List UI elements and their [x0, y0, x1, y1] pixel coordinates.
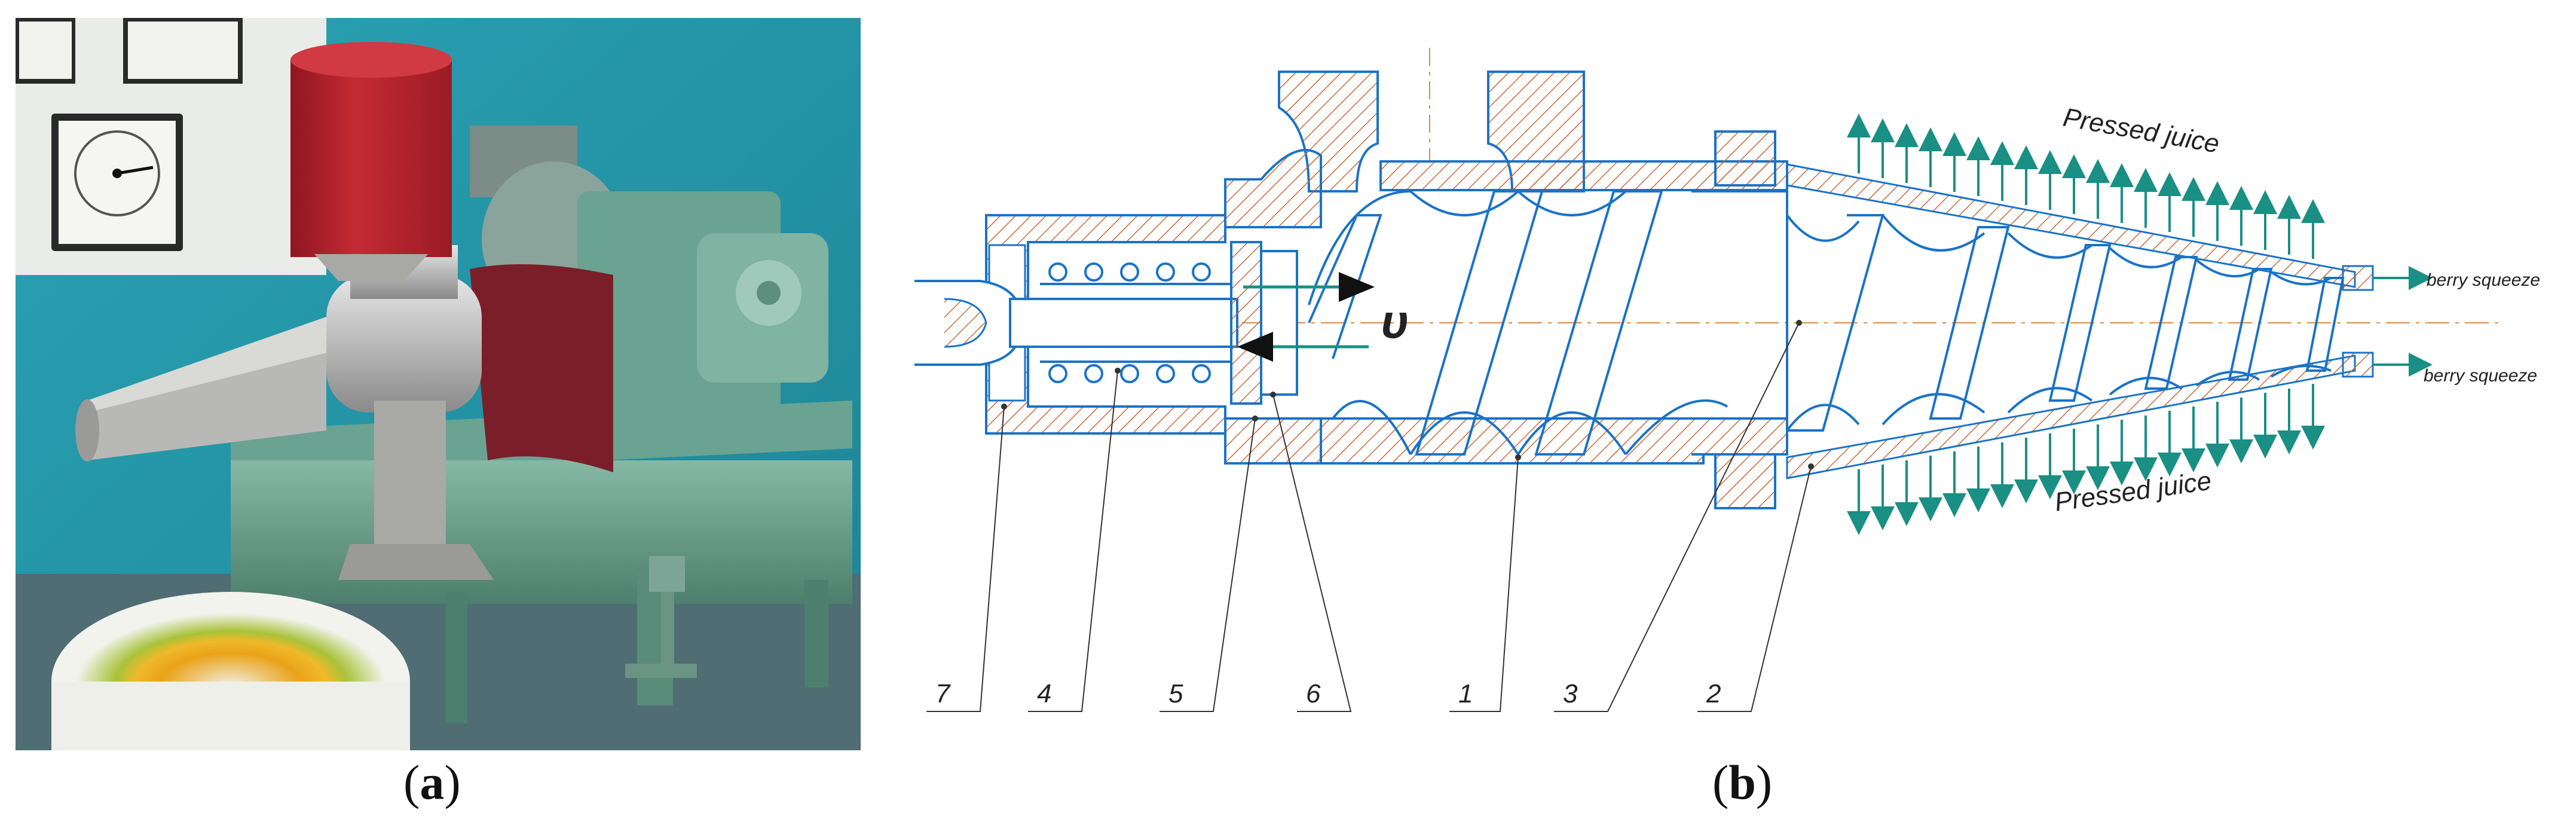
pressure-disc: [1230, 241, 1298, 405]
screw-auger-cone: [1786, 214, 2345, 432]
conical-screen: [1786, 163, 2374, 479]
gauge-icon: [51, 114, 183, 251]
panel-label-a: (a): [403, 755, 461, 809]
belt-guard: [470, 264, 613, 472]
part-number-7: 7: [935, 679, 951, 708]
part-number-4: 4: [1037, 679, 1051, 708]
valve-icon: [625, 556, 697, 678]
electric-motor: [470, 126, 828, 442]
part-number-2: 2: [1706, 679, 1721, 708]
label-pressed-juice-top: Pressed juice: [2061, 103, 2222, 159]
juice-bowl: [51, 592, 410, 750]
part-number-1: 1: [1458, 679, 1473, 708]
velocity-symbol: υ: [1381, 295, 1409, 348]
feed-hopper: [290, 42, 452, 281]
screw-auger: [1308, 190, 1787, 456]
label-berry-squeeze-bottom: berry squeeze: [2424, 366, 2537, 386]
label-pressed-juice-bottom: Pressed juice: [2053, 466, 2213, 517]
auger-press-section-drawing: υ Pressed juice Pressed juice berry sque…: [914, 48, 2540, 712]
leader-dots: [1001, 320, 1814, 469]
juice-arrows-top: [1847, 114, 2325, 259]
barrel-housing: [1224, 130, 1788, 509]
label-berry-squeeze-top: berry squeeze: [2427, 270, 2540, 290]
part-number-5: 5: [1168, 679, 1183, 708]
juice-arrows-bottom: [1847, 384, 2325, 535]
photo-auger-press: [16, 18, 861, 750]
spring: [1040, 262, 1231, 383]
shaft: [1009, 298, 1238, 348]
part-number-6: 6: [1306, 679, 1321, 708]
part-number-3: 3: [1563, 679, 1578, 708]
panel-label-b: (b): [1712, 755, 1773, 809]
leader-lines: [926, 322, 1812, 712]
